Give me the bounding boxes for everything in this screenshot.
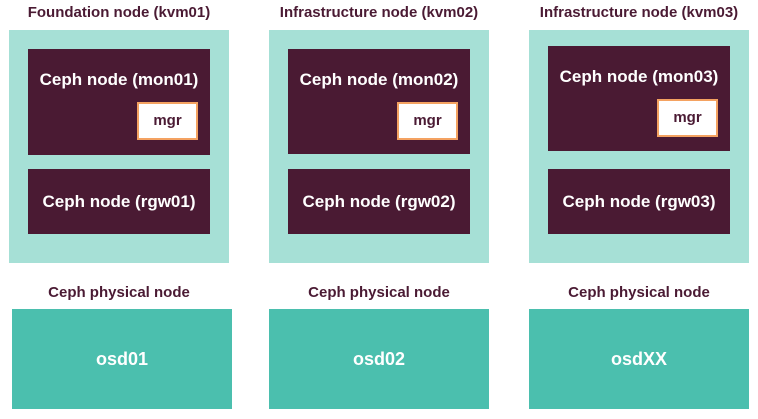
- osd-node-osd01: osd01: [12, 309, 232, 409]
- mgr-box-2: mgr: [397, 102, 458, 140]
- mgr-box-3: mgr: [657, 99, 718, 137]
- osd-node-osd02: osd02: [269, 309, 489, 409]
- column-1-title: Foundation node (kvm01): [27, 4, 211, 21]
- ceph-node-mon01: Ceph node (mon01) mgr: [28, 49, 210, 155]
- ceph-node-rgw03: Ceph node (rgw03): [548, 169, 730, 234]
- host-node-kvm01: Ceph node (mon01) mgr Ceph node (rgw01): [9, 30, 229, 263]
- ceph-node-mon02-label: Ceph node (mon02): [299, 70, 459, 89]
- physical-node-2-title: Ceph physical node: [308, 284, 450, 301]
- host-node-kvm03: Ceph node (mon03) mgr Ceph node (rgw03): [529, 30, 749, 263]
- column-3-title: Infrastructure node (kvm03): [539, 4, 739, 21]
- ceph-node-mon03-label: Ceph node (mon03): [559, 67, 719, 86]
- physical-node-1-title: Ceph physical node: [48, 284, 190, 301]
- mgr-box-1: mgr: [137, 102, 198, 140]
- osd-node-osdxx: osdXX: [529, 309, 749, 409]
- column-2-title: Infrastructure node (kvm02): [279, 4, 479, 21]
- ceph-node-rgw02: Ceph node (rgw02): [288, 169, 470, 234]
- ceph-node-mon03: Ceph node (mon03) mgr: [548, 46, 730, 151]
- ceph-node-mon02: Ceph node (mon02) mgr: [288, 49, 470, 154]
- ceph-node-rgw01: Ceph node (rgw01): [28, 169, 210, 234]
- physical-node-3-title: Ceph physical node: [568, 284, 710, 301]
- host-node-kvm02: Ceph node (mon02) mgr Ceph node (rgw02): [269, 30, 489, 263]
- ceph-node-mon01-label: Ceph node (mon01): [39, 70, 199, 89]
